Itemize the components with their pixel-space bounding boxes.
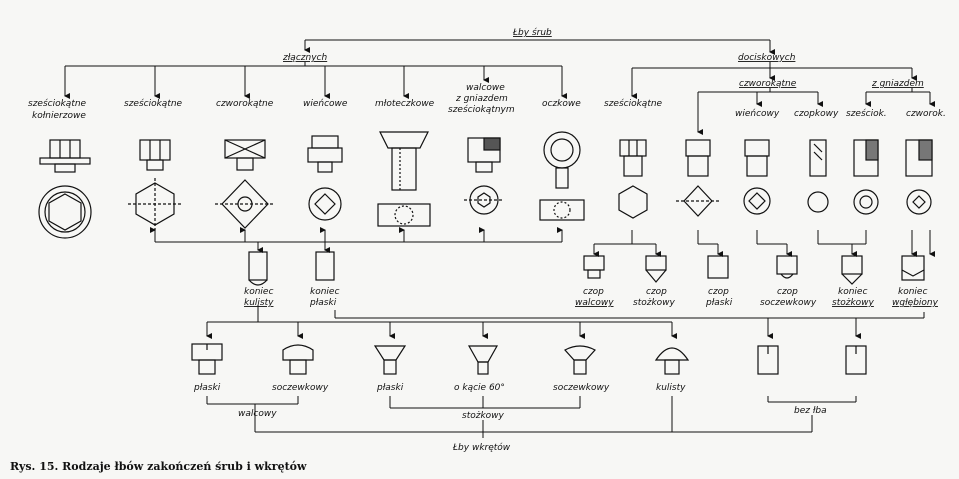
head-label-hammer: młoteczkowe <box>375 99 435 109</box>
ball-end-icon <box>248 251 268 286</box>
end-label-ball-2: kulisty <box>244 298 274 308</box>
flat-pin-icon <box>707 255 729 279</box>
hammer-head-icon <box>377 131 431 227</box>
head-label-hex: sześciokątne <box>124 98 183 109</box>
screw-cone-lens-icon <box>564 345 596 375</box>
end-label-flat-2: płaski <box>309 298 337 308</box>
screw-cyl-flat-icon <box>191 343 223 375</box>
pin-label-flat-1: czop <box>708 287 729 297</box>
end-label-flat-1: koniec <box>310 287 339 297</box>
end-label-hollow-1: koniec <box>898 287 927 297</box>
flat-end-icon <box>315 251 335 281</box>
group-label-connecting: złącznych <box>282 53 327 63</box>
head-label-hex-flange-1: sześciokątne <box>28 98 87 109</box>
clamp-square-head-icon <box>676 139 720 217</box>
screw-label-cyl-flat: płaski <box>193 383 221 393</box>
pin-label-flat-2: płaski <box>705 298 733 308</box>
group-label-socket-sub: z gniazdem <box>871 79 924 89</box>
head-label-crown: wieńcowe <box>303 99 348 109</box>
clamp-label-crown: wieńcowy <box>735 109 780 119</box>
end-label-hollow-2: wgłębiony <box>892 298 939 308</box>
hex-head-icon <box>128 139 182 230</box>
headless-screw-2-icon <box>845 345 867 375</box>
clamp-sqsock-head-icon <box>905 139 933 215</box>
lens-pin-icon <box>776 255 798 279</box>
hollow-end-icon <box>901 255 925 281</box>
pin-label-cone-1: czop <box>646 287 667 297</box>
screw-label-round: kulisty <box>656 383 686 393</box>
clamp-crown-head-icon <box>743 139 771 215</box>
pin-label-cyl-1: czop <box>583 287 604 297</box>
head-label-eye: oczkowe <box>542 99 581 109</box>
end-label-cone-2: stożkowy <box>832 298 875 308</box>
screw-cone-60-icon <box>467 345 499 375</box>
figure-caption: Rys. 15. Rodzaje łbów zakończeń śrub i w… <box>10 460 307 473</box>
head-label-socket-1: walcowe <box>466 83 505 93</box>
head-label-socket-2: z gniazdem <box>455 94 508 104</box>
screw-label-cone-lens: soczewkowy <box>553 383 610 393</box>
socket-cylinder-head-icon <box>464 137 504 215</box>
head-label-socket-3: sześciokątnym <box>448 104 515 115</box>
head-label-hex-flange-2: kołnierzowe <box>32 111 86 121</box>
cone-pin-icon <box>645 255 667 283</box>
end-label-ball-1: koniec <box>244 287 273 297</box>
pin-label-cyl-2: walcowy <box>575 298 614 308</box>
clamp-hexsock-head-icon <box>853 139 879 215</box>
pin-label-cone-2: stożkowy <box>633 298 676 308</box>
screw-label-cone-flat: płaski <box>376 383 404 393</box>
screw-cone-flat-icon <box>373 345 407 375</box>
group-label-top: Łby śrub <box>512 27 552 38</box>
group-label-conical: stożkowy <box>462 411 505 421</box>
group-label-screw-heads: Łby wkrętów <box>452 442 511 453</box>
cone-end-icon <box>841 255 863 285</box>
pin-label-lens-1: czop <box>777 287 798 297</box>
clamp-pin-head-icon <box>807 139 829 213</box>
square-head-icon <box>215 139 275 229</box>
group-label-clamping: dociskowych <box>738 53 796 63</box>
clamp-label-hex: sześciokątne <box>604 98 663 109</box>
cyl-pin-icon <box>583 255 605 279</box>
head-label-square: czworokątne <box>216 99 274 109</box>
group-label-square-sub: czworokątne <box>739 79 797 89</box>
screw-round-icon <box>654 347 690 375</box>
screw-label-cyl-lens: soczewkowy <box>272 383 329 393</box>
screw-cyl-lens-icon <box>282 344 314 375</box>
headless-screw-1-icon <box>757 345 779 375</box>
clamp-label-sqsock: czworok. <box>906 109 946 119</box>
hex-flange-head-icon <box>38 139 92 239</box>
pin-label-lens-2: soczewkowy <box>760 298 817 308</box>
group-label-headless: bez łba <box>794 406 827 416</box>
crown-head-icon <box>307 135 343 221</box>
eye-head-icon <box>539 131 585 221</box>
screw-label-cone-60: o kącie 60° <box>454 383 505 393</box>
clamp-hex-head-icon <box>618 139 648 219</box>
connector-lines <box>64 39 935 438</box>
clamp-label-pin: czopkowy <box>794 109 839 119</box>
group-label-cylindrical: walcowy <box>238 409 277 419</box>
end-label-cone-1: koniec <box>838 287 867 297</box>
clamp-label-hexsock: sześciok. <box>846 108 887 119</box>
